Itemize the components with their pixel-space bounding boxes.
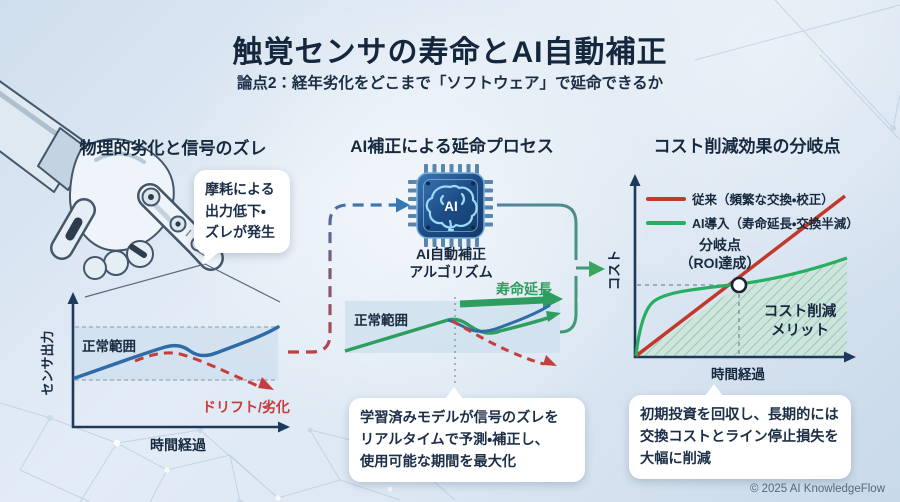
bubble-line: 出力低下・ bbox=[205, 202, 266, 219]
chip-input-arrowhead bbox=[396, 197, 410, 213]
middle-corrected-arrowhead bbox=[546, 311, 561, 322]
right-callout-tail bbox=[705, 384, 723, 396]
right-legend: 従来（頻繁な交換・校正） AI導入（寿命延長・交換半減） bbox=[646, 192, 859, 231]
left-x-axis-label: 時間経過 bbox=[150, 437, 206, 453]
left-normal-band bbox=[75, 327, 278, 380]
middle-callout-line: リアルタイムで予測・補正し、 bbox=[360, 432, 549, 448]
middle-signal-line bbox=[447, 303, 551, 333]
legend-conventional-label: 従来（頻繁な交換・校正） bbox=[691, 192, 834, 207]
left-drift-line bbox=[134, 351, 259, 388]
drift-to-chip-connector bbox=[288, 203, 396, 354]
breakeven-marker bbox=[730, 276, 748, 294]
legend-ai-label: AI導入（寿命延長・交換半減） bbox=[692, 216, 859, 231]
left-y-axis-label: センサ出力 bbox=[40, 330, 55, 395]
middle-callout: 学習済みモデルが信号のズレを リアルタイムで予測・補正し、 使用可能な期間を最大… bbox=[349, 387, 585, 482]
wear-speech-bubble: 摩耗による 出力低下・ ズレが発生 bbox=[194, 170, 290, 268]
copyright: © 2025 AI KnowledgeFlow bbox=[749, 483, 885, 495]
page-title: 触覚センサの寿命とAI自動補正 bbox=[232, 36, 668, 69]
extension-arrow-shaft bbox=[459, 296, 545, 308]
middle-chart: 正常範囲 寿命延長 bbox=[344, 281, 563, 383]
right-callout-line: 交換コストとライン停止損失を bbox=[640, 429, 839, 445]
left-x-axis-arrow bbox=[278, 421, 290, 433]
left-drift-arrowhead bbox=[258, 377, 274, 390]
right-callout: 初期投資を回収し、長期的には 交換コストとライン停止損失を 大幅に削減 bbox=[629, 384, 851, 479]
left-panel-header: 物理的劣化と信号のズレ bbox=[79, 139, 267, 158]
left-drift-label: ドリフト/劣化 bbox=[202, 399, 290, 415]
breakeven-label-line1: 分岐点 bbox=[698, 237, 741, 253]
left-y-axis-arrow bbox=[67, 292, 79, 304]
benefit-label-line1: コスト削減 bbox=[764, 302, 837, 320]
chip-caption-line1: AI自動補正 bbox=[416, 246, 486, 262]
extension-arrowhead bbox=[543, 289, 563, 309]
conventional-cost-line bbox=[634, 194, 847, 358]
bubble-line: 摩耗による bbox=[205, 181, 275, 197]
brain-icon bbox=[425, 184, 478, 232]
right-y-axis-arrow bbox=[629, 174, 641, 186]
middle-drift-line bbox=[451, 319, 545, 366]
page-subtitle: 論点2：経年劣化をどこまで「ソフトウェア」で延命できるか bbox=[236, 75, 664, 92]
right-chart: 従来（頻繁な交換・校正） AI導入（寿命延長・交換半減） 分岐点 （ROI達成）… bbox=[607, 174, 859, 382]
middle-band-label: 正常範囲 bbox=[354, 312, 408, 328]
ai-cost-line bbox=[634, 256, 848, 357]
chip-caption: AI自動補正 アルゴリズム bbox=[398, 246, 504, 281]
right-callout-line: 初期投資を回収し、長期的には bbox=[640, 407, 839, 423]
chip-caption-line2: アルゴリズム bbox=[409, 263, 493, 280]
middle-callout-tail bbox=[445, 387, 463, 399]
merge-arrowhead bbox=[589, 261, 605, 277]
cost-saving-area bbox=[637, 258, 847, 356]
breakeven-label-line2: （ROI達成） bbox=[680, 255, 761, 271]
middle-normal-band bbox=[345, 301, 560, 353]
middle-drift-arrowhead bbox=[543, 355, 557, 366]
right-callout-line: 大幅に削減 bbox=[640, 451, 711, 467]
chip-pins bbox=[408, 164, 493, 247]
left-chart: 正常範囲 ドリフト/劣化 時間経過 センサ出力 bbox=[40, 292, 290, 453]
bubble-tail bbox=[202, 249, 221, 268]
extension-label: 寿命延長 bbox=[496, 281, 553, 297]
middle-callout-line: 学習済みモデルが信号のズレを bbox=[360, 410, 559, 426]
middle-callout-line: 使用可能な期間を最大化 bbox=[360, 454, 517, 470]
middle-panel-header: AI補正による延命プロセス bbox=[350, 137, 554, 156]
middle-corrected-line bbox=[344, 315, 551, 353]
right-x-axis-label: 時間経過 bbox=[711, 366, 765, 382]
left-signal-line bbox=[73, 325, 280, 380]
right-x-axis-arrow bbox=[844, 351, 856, 363]
chip-ai-text: AI bbox=[444, 199, 458, 214]
bubble-line: ズレが発生 bbox=[205, 224, 275, 241]
right-y-axis-label: コスト bbox=[607, 250, 622, 291]
left-band-label: 正常範囲 bbox=[82, 338, 136, 354]
ai-chip-icon: AI bbox=[408, 164, 493, 247]
benefit-label-line2: メリット bbox=[771, 323, 829, 339]
fingertip-pointer-lines bbox=[84, 263, 281, 303]
right-panel-header: コスト削減効果の分岐点 bbox=[653, 137, 841, 156]
